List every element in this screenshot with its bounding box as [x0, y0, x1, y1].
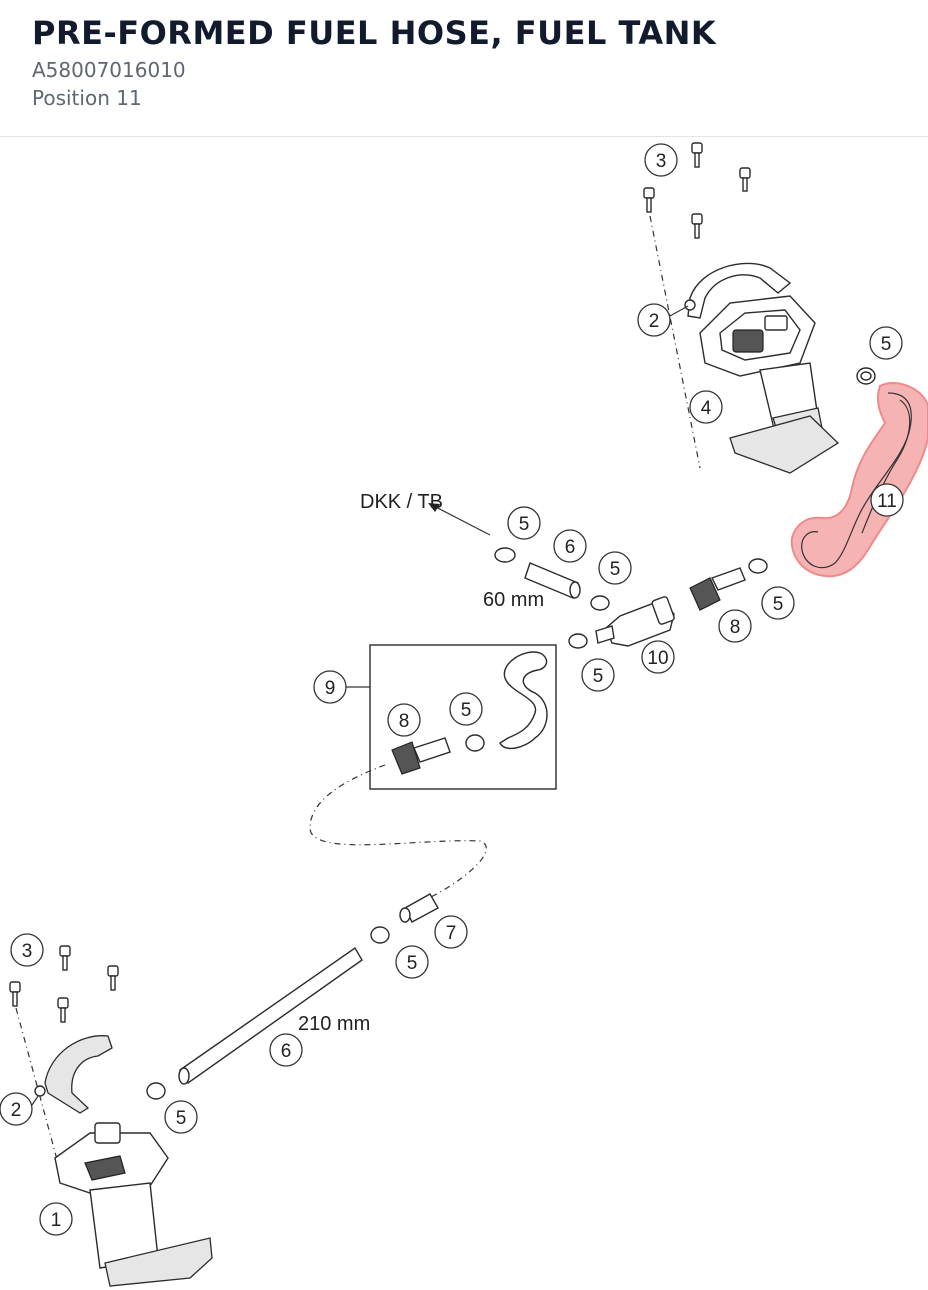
top-fuel-pump[interactable]: [699, 295, 840, 474]
callout-8-a[interactable]: 8: [718, 609, 752, 643]
page-header: PRE-FORMED FUEL HOSE, FUEL TANK A5800701…: [0, 0, 928, 137]
callout-5-c[interactable]: 5: [761, 586, 795, 620]
dkk-tb-arrow-line: [429, 503, 491, 536]
long-hose-210mm[interactable]: [178, 946, 363, 1085]
pre-formed-fuel-hose-highlight[interactable]: [790, 382, 928, 578]
svg-text:7: 7: [446, 923, 457, 944]
callout-5-e[interactable]: 5: [449, 692, 483, 726]
dkk-tb-arrowhead: [428, 503, 440, 512]
svg-text:1: 1: [51, 1210, 62, 1231]
callout-5-f[interactable]: 5: [395, 945, 429, 979]
svg-text:8: 8: [730, 617, 741, 638]
top-bolt-axis-line: [649, 215, 701, 469]
svg-text:3: 3: [656, 151, 667, 172]
svg-text:6: 6: [281, 1041, 292, 1062]
svg-text:6: 6: [565, 537, 576, 558]
callout-5-a[interactable]: 5: [507, 506, 541, 540]
callout-5-top[interactable]: 5: [869, 326, 903, 360]
connection-path-dashed: [309, 764, 487, 901]
clamp-lower-b[interactable]: [146, 1082, 166, 1100]
svg-text:3: 3: [22, 941, 33, 962]
svg-text:5: 5: [176, 1108, 187, 1129]
svg-text:4: 4: [701, 398, 712, 419]
top-cover-plate[interactable]: [684, 262, 792, 319]
fuel-filter[interactable]: [595, 596, 675, 647]
svg-text:5: 5: [519, 514, 530, 535]
svg-text:9: 9: [325, 678, 336, 699]
callout-2-bottom[interactable]: 2: [0, 1092, 33, 1126]
bottom-fuel-pump[interactable]: [54, 1122, 213, 1287]
kit-quick-connector[interactable]: [391, 737, 451, 775]
length-210mm-label: 210 mm: [298, 1013, 370, 1035]
svg-text:8: 8: [399, 711, 410, 732]
exploded-parts-diagram: DKK / TB 60 mm 210 mm 3 2 5 4 11 5 6 5 5…: [0, 138, 928, 1290]
clamp-mid-b[interactable]: [568, 633, 588, 649]
svg-text:10: 10: [647, 648, 668, 669]
callout-3-top[interactable]: 3: [644, 143, 678, 177]
upper-hose-clamp[interactable]: [494, 547, 516, 563]
bottom-bolts: [9, 945, 119, 1023]
clamp-lower-a[interactable]: [370, 926, 390, 944]
svg-text:2: 2: [649, 311, 660, 332]
page-title: PRE-FORMED FUEL HOSE, FUEL TANK: [32, 14, 717, 52]
callout-6-a[interactable]: 6: [553, 529, 587, 563]
callout-8-b[interactable]: 8: [387, 703, 421, 737]
part-number: A58007016010: [32, 58, 186, 82]
callout-11[interactable]: 11: [870, 483, 904, 517]
callout-3-bottom[interactable]: 3: [10, 933, 44, 967]
dkk-tb-label: DKK / TB: [360, 491, 443, 513]
callout-5-b[interactable]: 5: [598, 551, 632, 585]
svg-text:5: 5: [773, 594, 784, 615]
svg-text:5: 5: [881, 334, 892, 355]
callout-6-b[interactable]: 6: [269, 1033, 303, 1067]
svg-text:2: 2: [11, 1100, 22, 1121]
callout-5-d[interactable]: 5: [581, 658, 615, 692]
callout-2-top[interactable]: 2: [637, 303, 671, 337]
callout-4[interactable]: 4: [689, 390, 723, 424]
bottom-cover-plate[interactable]: [34, 1035, 113, 1114]
top-bolts: [643, 142, 751, 239]
short-hose-60mm[interactable]: [524, 562, 581, 599]
svg-text:5: 5: [461, 700, 472, 721]
callout-9[interactable]: 9: [313, 670, 347, 704]
svg-text:5: 5: [407, 953, 418, 974]
length-60mm-label: 60 mm: [483, 589, 544, 611]
clamp-mid-a[interactable]: [590, 595, 610, 611]
svg-text:5: 5: [593, 666, 604, 687]
top-hose-clamp[interactable]: [856, 367, 876, 385]
position-label: Position 11: [32, 86, 142, 110]
callout-10[interactable]: 10: [641, 640, 675, 674]
clamp-mid-c[interactable]: [748, 558, 768, 574]
callout-2-bottom-leader: [31, 1095, 39, 1106]
callout-5-g[interactable]: 5: [164, 1100, 198, 1134]
kit-pre-formed-hose[interactable]: [499, 651, 548, 750]
callout-2-top-leader: [669, 305, 689, 317]
fitting-7[interactable]: [399, 893, 439, 923]
callout-1[interactable]: 1: [39, 1202, 73, 1236]
quick-connector-upper[interactable]: [689, 567, 746, 611]
callout-7[interactable]: 7: [434, 915, 468, 949]
svg-text:11: 11: [877, 491, 897, 512]
kit-hose-clamp[interactable]: [465, 734, 485, 752]
svg-text:5: 5: [610, 559, 621, 580]
